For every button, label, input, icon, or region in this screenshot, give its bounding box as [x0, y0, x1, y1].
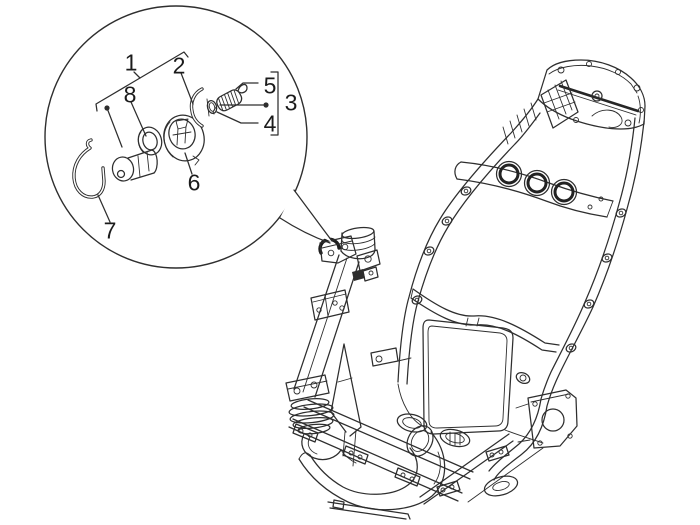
scooter-frame-drawing: [285, 59, 646, 520]
leader-lines: [95, 51, 279, 223]
part-number-5: 5: [263, 72, 277, 99]
part-number-4: 4: [263, 110, 277, 137]
exhaust-pipe: [298, 425, 446, 511]
bolt-holes: [411, 186, 627, 353]
floorboard-rails: [288, 399, 544, 520]
callout-balloon: [44, 5, 333, 269]
part-8-washer: [137, 126, 163, 156]
exploded-parts: [72, 51, 279, 223]
part-number-6: 6: [187, 169, 201, 196]
part-number-2: 2: [172, 52, 186, 79]
engine-mount-plate: [515, 389, 578, 449]
part-number-7: 7: [103, 217, 117, 244]
part-7-wire-clip: [72, 138, 106, 199]
steering-head-and-down-tube: [285, 226, 381, 467]
part-number-1: 1: [124, 49, 138, 76]
part-number-3: 3: [284, 89, 298, 116]
frame-cross-member-rings: [454, 160, 614, 218]
frame-tail-section: [502, 59, 646, 145]
part-number-8: 8: [123, 81, 137, 108]
part-1-lock-barrel: [111, 149, 158, 182]
part-6-lock-body: [163, 114, 205, 166]
